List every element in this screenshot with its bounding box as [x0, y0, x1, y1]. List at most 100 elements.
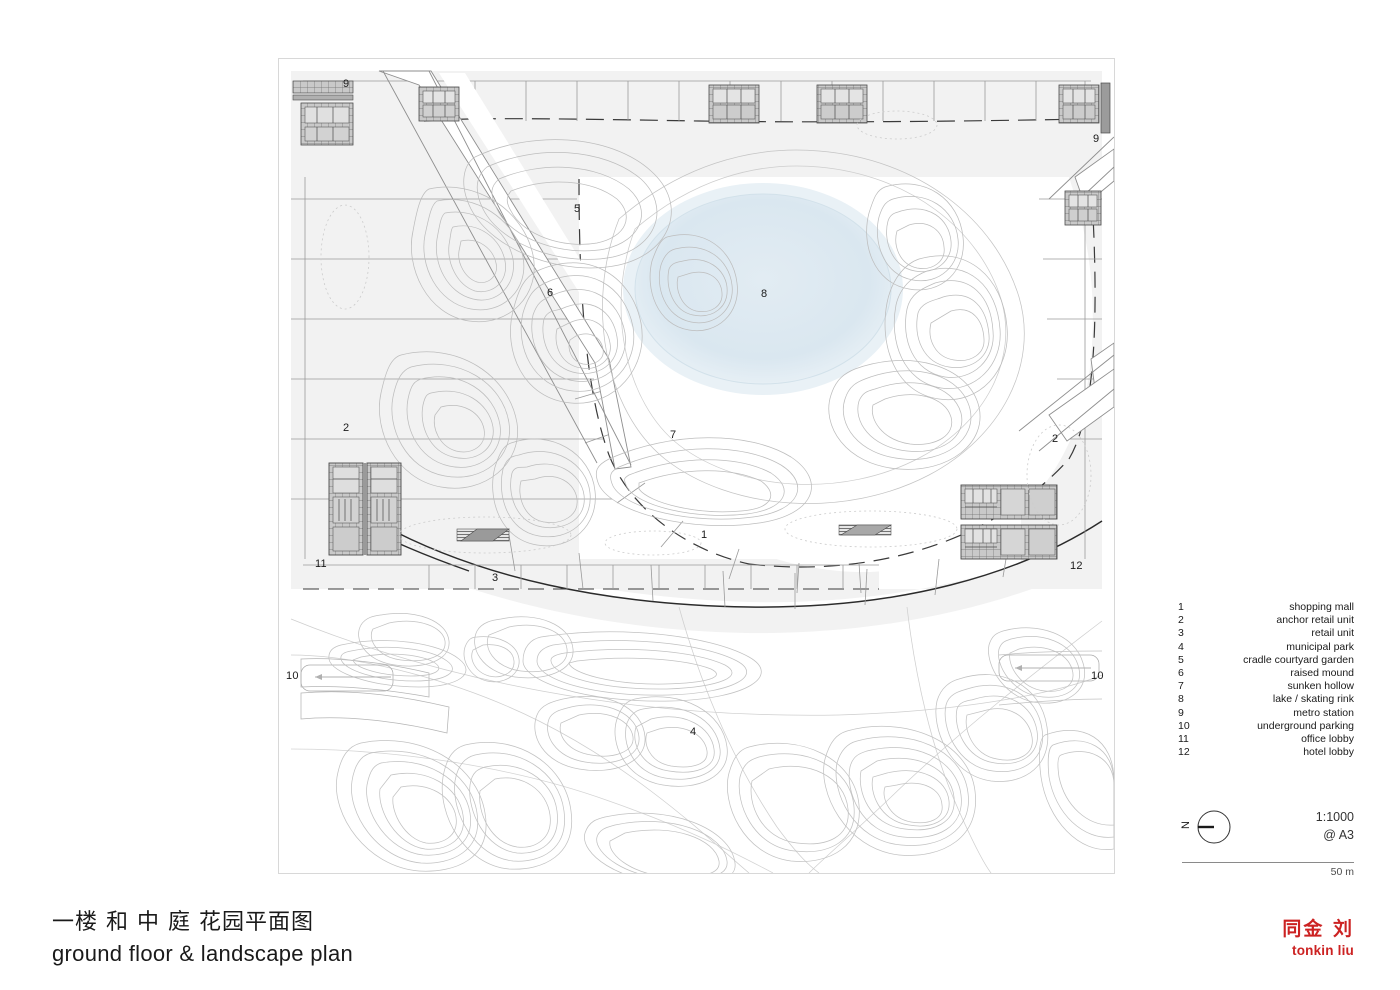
core-block-top-2	[708, 84, 760, 124]
park-mound-3	[522, 631, 762, 702]
legend-label: cradle courtyard garden	[1243, 653, 1354, 666]
legend-label: raised mound	[1290, 667, 1354, 680]
legend-row: 9 metro station	[1178, 707, 1354, 720]
park-mound-1	[328, 640, 467, 688]
park-mound-11	[988, 627, 1085, 704]
parking-ramp-left	[300, 658, 450, 734]
diagonal-route-lines	[382, 70, 1114, 466]
legend-label: hotel lobby	[1303, 746, 1354, 759]
municipal-park-contour-group	[290, 606, 1114, 873]
legend-label: retail unit	[1311, 627, 1354, 640]
legend-label: office lobby	[1301, 733, 1354, 746]
legend-row: 3 retail unit	[1178, 627, 1354, 640]
title-block: 一楼 和 中 庭 花园平面图 ground floor & landscape …	[52, 908, 353, 970]
label-leader-lines	[315, 665, 1091, 680]
hotel-lobby-core	[960, 484, 1058, 560]
label-10-right: 10	[1091, 670, 1104, 682]
label-5-courtyard: 5	[574, 203, 581, 215]
label-6-mound: 6	[547, 287, 554, 299]
office-lobby-core	[328, 462, 402, 556]
logo-chinese: 同金 刘	[1282, 918, 1354, 940]
raised-mound-6	[510, 262, 643, 404]
park-mound-14	[474, 616, 574, 679]
logo-english: tonkin liu	[1292, 943, 1354, 958]
legend-number: 10	[1178, 719, 1190, 732]
courtyard-mound-h	[866, 183, 964, 291]
legend-label: metro station	[1293, 706, 1354, 719]
legend-number: 7	[1178, 680, 1184, 693]
park-mound-7	[614, 696, 728, 787]
label-12-hotel: 12	[1070, 560, 1083, 572]
legend-number: 6	[1178, 667, 1184, 680]
label-1-mall: 1	[701, 529, 708, 541]
label-9-topright: 9	[1093, 133, 1100, 145]
legend-row: 11 office lobby	[1178, 733, 1354, 746]
legend-number: 4	[1178, 640, 1184, 653]
title-chinese: 一楼 和 中 庭 花园平面图	[52, 910, 314, 935]
legend-label: municipal park	[1286, 640, 1354, 653]
legend-number: 9	[1178, 706, 1184, 719]
north-letter-label: N	[1179, 821, 1192, 829]
lake-skating-rink	[623, 183, 903, 395]
legend-number: 12	[1178, 746, 1190, 759]
label-8-lake: 8	[761, 288, 768, 300]
legend-row: 8 lake / skating rink	[1178, 693, 1354, 706]
courtyard-mound-i	[649, 234, 738, 332]
raised-mound-d	[379, 351, 518, 489]
parking-ramp-right	[998, 650, 1103, 706]
legend-number: 11	[1178, 733, 1189, 746]
scale-bar-line	[1182, 862, 1354, 863]
legend-label: anchor retail unit	[1276, 614, 1354, 627]
north-arrow-icon: N	[1178, 805, 1240, 849]
escalator-left	[456, 528, 510, 542]
legend-number: 1	[1178, 601, 1184, 613]
legend-key-list: 1 shopping mall 2 anchor retail unit 3 retail…	[1178, 601, 1354, 759]
core-block-top-1	[418, 86, 460, 122]
label-10-left: 10	[286, 670, 299, 682]
atrium-void-outlines	[320, 110, 1092, 556]
scale-bar-caption: 50 m	[1330, 866, 1354, 878]
legend-label: sunken hollow	[1287, 680, 1354, 693]
park-mound-6	[534, 696, 646, 771]
label-2-left: 2	[343, 422, 350, 434]
label-4-park: 4	[690, 726, 697, 738]
park-mound-9	[823, 725, 976, 856]
legend-number: 3	[1178, 627, 1184, 640]
metro-station-core-topleft	[292, 80, 354, 146]
park-mound-5	[441, 741, 573, 870]
core-block-top-3	[816, 84, 868, 124]
legend-row: 6 raised mound	[1178, 667, 1354, 680]
park-mound-10	[935, 674, 1049, 782]
practice-logo: 同金 刘 tonkin liu	[1282, 916, 1354, 960]
raised-mound-a	[411, 186, 535, 323]
ground-floor-plan-drawing	[290, 70, 1114, 873]
escalator-right	[838, 524, 893, 536]
legend-row: 7 sunken hollow	[1178, 680, 1354, 693]
legend-row: 4 municipal park	[1178, 641, 1354, 654]
park-mound-12	[1038, 730, 1114, 851]
label-11-office: 11	[315, 558, 327, 570]
title-english: ground floor & landscape plan	[52, 941, 354, 966]
legend-number: 2	[1178, 614, 1184, 627]
metro-station-core-topright	[1058, 82, 1111, 134]
label-7-hollow: 7	[670, 429, 677, 441]
legend-row: 12 hotel lobby	[1178, 746, 1354, 759]
legend-number: 8	[1178, 693, 1184, 706]
courtyard-contour-group	[379, 139, 1025, 547]
label-9-topleft: 9	[343, 78, 350, 90]
legend-label: shopping mall	[1289, 601, 1354, 613]
legend-label: underground parking	[1257, 719, 1354, 732]
scale-ratio: 1:1000	[1315, 810, 1354, 824]
legend-label: lake / skating rink	[1272, 693, 1354, 706]
legend-row: 2 anchor retail unit	[1178, 614, 1354, 627]
raised-mound-b	[463, 139, 672, 269]
label-2-right: 2	[1052, 433, 1059, 445]
courtyard-mound-g	[828, 360, 981, 470]
core-block-right-mid	[1064, 190, 1102, 226]
legend-number: 5	[1178, 653, 1184, 666]
legend-row: 10 underground parking	[1178, 720, 1354, 733]
park-mound-8	[584, 812, 736, 873]
north-and-scale-block: N 1:1000 @ A3	[1178, 805, 1354, 851]
paper-size: @ A3	[1323, 828, 1354, 842]
